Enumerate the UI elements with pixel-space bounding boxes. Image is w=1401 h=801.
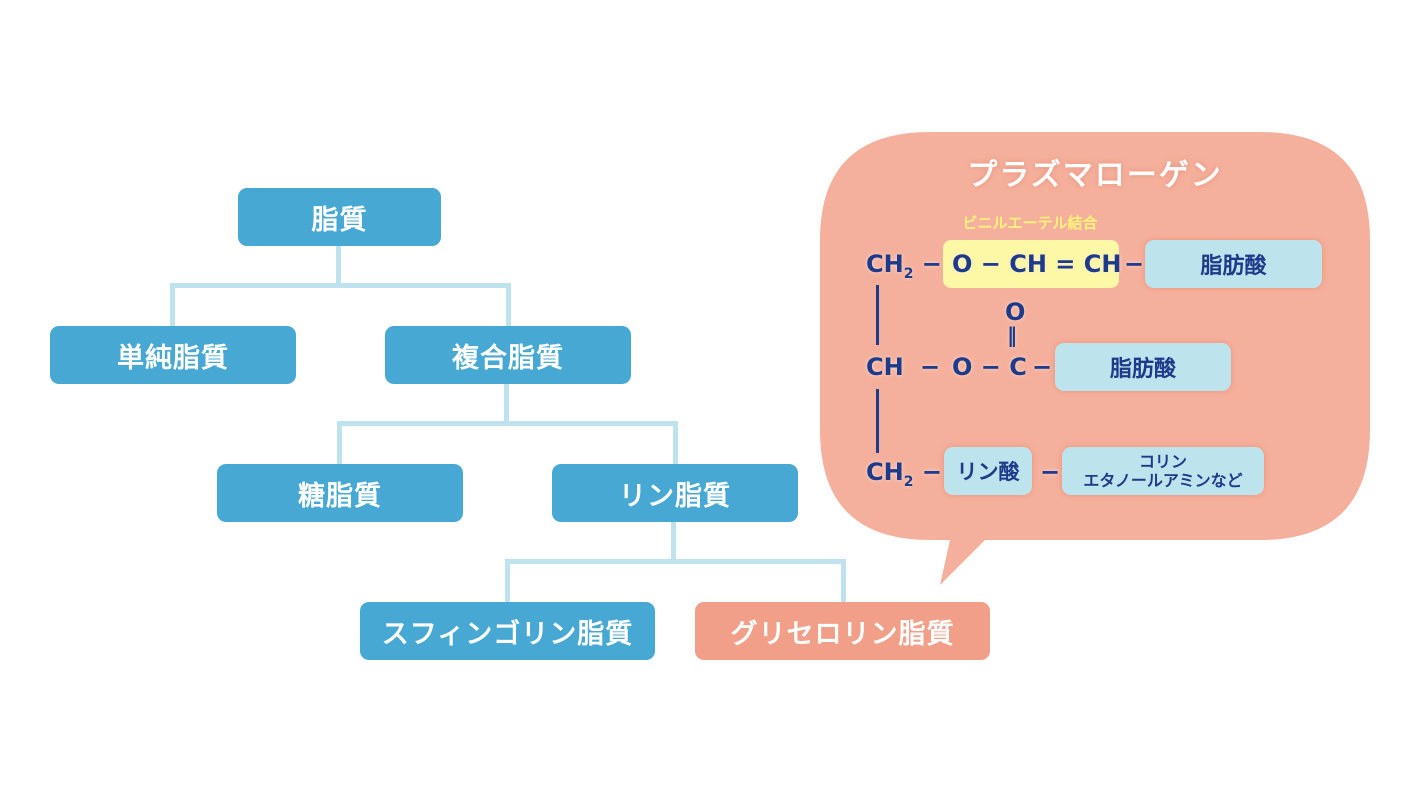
connector <box>673 421 678 465</box>
connector <box>505 559 510 603</box>
ch-text: CH <box>866 458 904 486</box>
connector <box>170 283 511 288</box>
fatty-acid-box-2: 脂肪酸 <box>1055 343 1231 391</box>
connector <box>337 421 678 426</box>
ch2-group-1: CH2 − <box>866 250 942 282</box>
subscript: 2 <box>903 265 914 282</box>
connector <box>505 559 846 564</box>
base-line-choline: コリン <box>1138 452 1187 471</box>
backbone-line <box>876 285 879 345</box>
node-lipid: 脂質 <box>238 188 441 246</box>
node-phospholipid: リン脂質 <box>552 464 798 522</box>
fatty-acid-box-1: 脂肪酸 <box>1145 240 1322 288</box>
carbonyl-oxygen: O <box>1005 298 1026 326</box>
bond-dash: − <box>1040 458 1061 486</box>
double-bond: ‖ <box>1007 323 1017 347</box>
backbone-line <box>876 389 879 453</box>
connector <box>504 384 509 424</box>
connector <box>337 421 342 465</box>
node-sphingophospholipid: スフィンゴリン脂質 <box>360 602 655 660</box>
ester-formula: O − C <box>952 353 1027 381</box>
connector <box>170 283 175 327</box>
vinyl-ether-formula: O − CH = CH <box>952 250 1122 278</box>
base-box: コリン エタノールアミンなど <box>1062 447 1264 495</box>
connector <box>336 246 341 286</box>
bond-dash: − <box>921 458 942 486</box>
phosphoric-acid-box: リン酸 <box>944 447 1032 495</box>
node-glycerophospholipid: グリセロリン脂質 <box>695 602 990 660</box>
bond-dash: − <box>1032 353 1053 381</box>
node-glycolipid: 糖脂質 <box>217 464 463 522</box>
vinyl-ether-bond-label: ビニルエーテル結合 <box>962 214 1098 232</box>
bond-dash: − <box>1124 250 1145 278</box>
ch2-group-3: CH2 − <box>866 458 942 490</box>
connector <box>671 522 676 562</box>
connector <box>506 283 511 327</box>
ch-group: CH <box>866 353 904 381</box>
bond-dash: − <box>920 353 941 381</box>
base-line-ethanolamine: エタノールアミンなど <box>1083 471 1243 490</box>
node-simple-lipid: 単純脂質 <box>50 326 296 384</box>
callout-title: プラズマローゲン <box>967 158 1223 193</box>
subscript: 2 <box>903 473 914 490</box>
ch-text: CH <box>866 250 904 278</box>
node-complex-lipid: 複合脂質 <box>385 326 631 384</box>
connector <box>841 559 846 603</box>
vinyl-ether-highlight <box>943 240 1119 288</box>
